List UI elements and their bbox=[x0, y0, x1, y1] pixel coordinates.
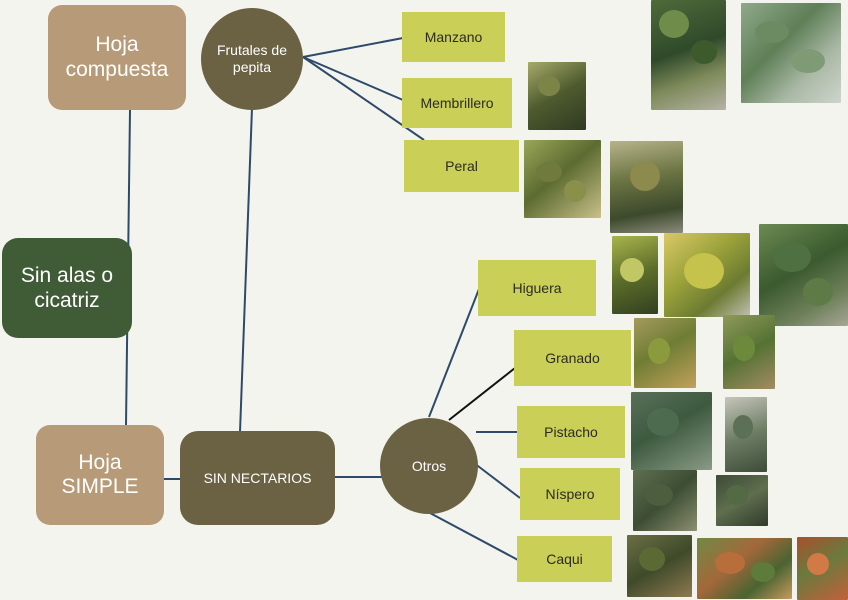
photo-higuera-tree bbox=[759, 224, 848, 326]
node-otros: Otros bbox=[380, 418, 478, 514]
photo-caqui-1 bbox=[627, 535, 692, 597]
leaf-membrillero-label: Membrillero bbox=[420, 95, 493, 111]
leaf-higuera-label: Higuera bbox=[512, 280, 561, 296]
leaf-manzano-label: Manzano bbox=[425, 29, 483, 45]
leaf-peral-label: Peral bbox=[445, 158, 478, 174]
leaf-higuera: Higuera bbox=[478, 260, 596, 316]
photo-nispero-2 bbox=[716, 475, 768, 526]
node-sin-nectarios: SIN NECTARIOS bbox=[180, 431, 335, 525]
photo-membrillero bbox=[528, 62, 586, 130]
leaf-pistacho: Pistacho bbox=[517, 406, 625, 458]
photo-higuera-leaf-1 bbox=[612, 236, 658, 314]
photo-peral-tree bbox=[610, 141, 683, 233]
node-frutales-pepita-label: Frutales de pepita bbox=[212, 42, 292, 77]
leaf-peral: Peral bbox=[404, 140, 519, 192]
photo-caqui-3 bbox=[797, 537, 848, 600]
node-sin-alas: Sin alas o cicatriz bbox=[2, 238, 132, 338]
connector-pepita-membrillero bbox=[303, 57, 403, 100]
node-hoja-simple: Hoja SIMPLE bbox=[36, 425, 164, 525]
leaf-manzano: Manzano bbox=[402, 12, 505, 62]
photo-caqui-2 bbox=[697, 538, 792, 599]
node-frutales-pepita: Frutales de pepita bbox=[201, 8, 303, 110]
photo-pistacho-2 bbox=[725, 397, 767, 472]
leaf-granado-label: Granado bbox=[545, 350, 599, 366]
leaf-granado: Granado bbox=[514, 330, 631, 386]
connector-otros-granado bbox=[449, 368, 515, 420]
connector-otros-nispero bbox=[474, 463, 520, 498]
photo-granado-2 bbox=[723, 315, 775, 389]
leaf-nispero: Níspero bbox=[520, 468, 620, 520]
node-hoja-compuesta-label: Hoja compuesta bbox=[62, 33, 172, 81]
photo-manzano-leaves bbox=[741, 3, 841, 103]
connector-otros-caqui bbox=[430, 513, 518, 560]
photo-peral-leaves bbox=[524, 140, 601, 218]
photo-nispero-1 bbox=[633, 470, 697, 531]
photo-manzano-tree bbox=[651, 0, 726, 110]
connector-otros-higuera bbox=[429, 289, 479, 417]
photo-pistacho-1 bbox=[631, 392, 712, 470]
connector-pepita-nectarios bbox=[240, 108, 252, 432]
node-sin-alas-label: Sin alas o cicatriz bbox=[17, 263, 117, 313]
leaf-pistacho-label: Pistacho bbox=[544, 424, 598, 440]
node-otros-label: Otros bbox=[412, 458, 446, 474]
node-hoja-simple-label: Hoja SIMPLE bbox=[60, 451, 140, 499]
leaf-membrillero: Membrillero bbox=[402, 78, 512, 128]
leaf-nispero-label: Níspero bbox=[545, 486, 594, 502]
node-sin-nectarios-label: SIN NECTARIOS bbox=[204, 470, 312, 486]
connector-pepita-manzano bbox=[303, 38, 403, 57]
leaf-caqui-label: Caqui bbox=[546, 551, 583, 567]
leaf-caqui: Caqui bbox=[517, 536, 612, 582]
node-hoja-compuesta: Hoja compuesta bbox=[48, 5, 186, 110]
photo-granado-1 bbox=[634, 318, 696, 388]
photo-higuera-leaf-2 bbox=[664, 233, 750, 317]
